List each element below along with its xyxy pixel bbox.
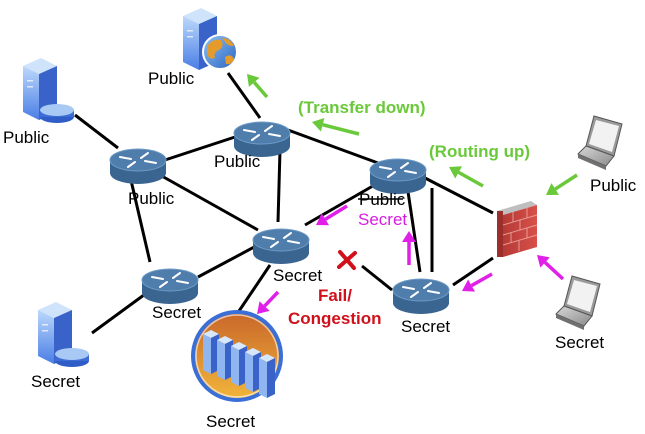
arrow-laptop-public-firewall	[546, 173, 578, 195]
laptop-secret-icon[interactable]	[555, 275, 601, 330]
database-server-public-label: Public	[3, 128, 50, 147]
link-center-cluster	[235, 264, 272, 315]
arrow-routing-up	[449, 166, 484, 188]
arrow-reclass-center	[316, 204, 348, 226]
link-reclassified-center	[304, 181, 379, 227]
link-router-left-center	[159, 173, 259, 232]
router-secret-left-icon[interactable]	[141, 268, 199, 304]
laptop-public-icon[interactable]	[577, 115, 623, 170]
server-cluster-label: Secret	[206, 412, 255, 431]
laptop-public-label: Public	[590, 176, 637, 195]
router-secret-center-label: Secret	[273, 266, 322, 285]
link-web-router-top	[226, 72, 262, 119]
laptop-secret-label: Secret	[555, 333, 604, 352]
router-public-left-icon[interactable]	[109, 148, 167, 184]
router-secret-left-label: Secret	[152, 303, 201, 322]
router-secret-center-icon[interactable]	[252, 228, 310, 264]
rack-server	[259, 354, 275, 398]
fail-annotation-line2: Congestion	[288, 309, 382, 328]
database-server-secret-label: Secret	[31, 372, 80, 391]
link-secret-left-db-secret	[91, 290, 149, 335]
link-router-top-reclassified	[287, 128, 379, 165]
rack-server	[231, 342, 247, 386]
routers	[109, 121, 450, 314]
fail-annotation-line1: Fail/	[318, 286, 352, 305]
router-secret-right-label: Secret	[401, 317, 450, 336]
link-fail-secret-right	[361, 264, 393, 292]
router-new-label: Secret	[358, 210, 407, 229]
router-public-left-label: Public	[128, 189, 175, 208]
link-router-top-center	[276, 149, 282, 223]
database-server-secret-icon[interactable]	[38, 302, 89, 367]
rack-server	[203, 330, 219, 374]
link-router-left-router-top	[164, 135, 236, 162]
router-secret-right-icon[interactable]	[392, 278, 450, 314]
routing-up-annotation: (Routing up)	[429, 142, 530, 161]
link-firewall-secret-right	[452, 256, 494, 287]
arrow-transfer-web	[247, 74, 269, 99]
link-secret-left-center	[197, 243, 259, 279]
server-cluster-icon[interactable]	[191, 310, 283, 402]
flow-arrows	[247, 74, 578, 314]
globe-icon	[202, 34, 238, 70]
link-db-public-router	[74, 113, 119, 150]
firewall-icon[interactable]	[497, 201, 538, 257]
rack-server	[217, 336, 233, 380]
arrow-secret-right-up	[402, 231, 416, 265]
arrow-center-cluster	[257, 290, 280, 314]
arrow-laptop-secret-firewall	[537, 255, 565, 281]
link-router-left-secret-left	[128, 175, 152, 263]
transfer-down-annotation: (Transfer down)	[298, 98, 426, 117]
router-public-top-label: Public	[214, 152, 261, 171]
fail-x-icon	[337, 250, 357, 270]
arrow-transfer-down	[312, 117, 360, 136]
router-reclassified-icon[interactable]	[369, 158, 427, 194]
router-public-top-icon[interactable]	[233, 121, 291, 157]
web-server-label: Public	[148, 69, 195, 88]
link-reclassified-firewall	[424, 176, 494, 215]
database-server-public-icon[interactable]	[23, 58, 74, 123]
link-reclassified-secret-right	[405, 184, 422, 273]
links	[74, 72, 494, 335]
arrow-firewall-secret-right	[462, 272, 493, 292]
rack-server	[245, 348, 261, 392]
